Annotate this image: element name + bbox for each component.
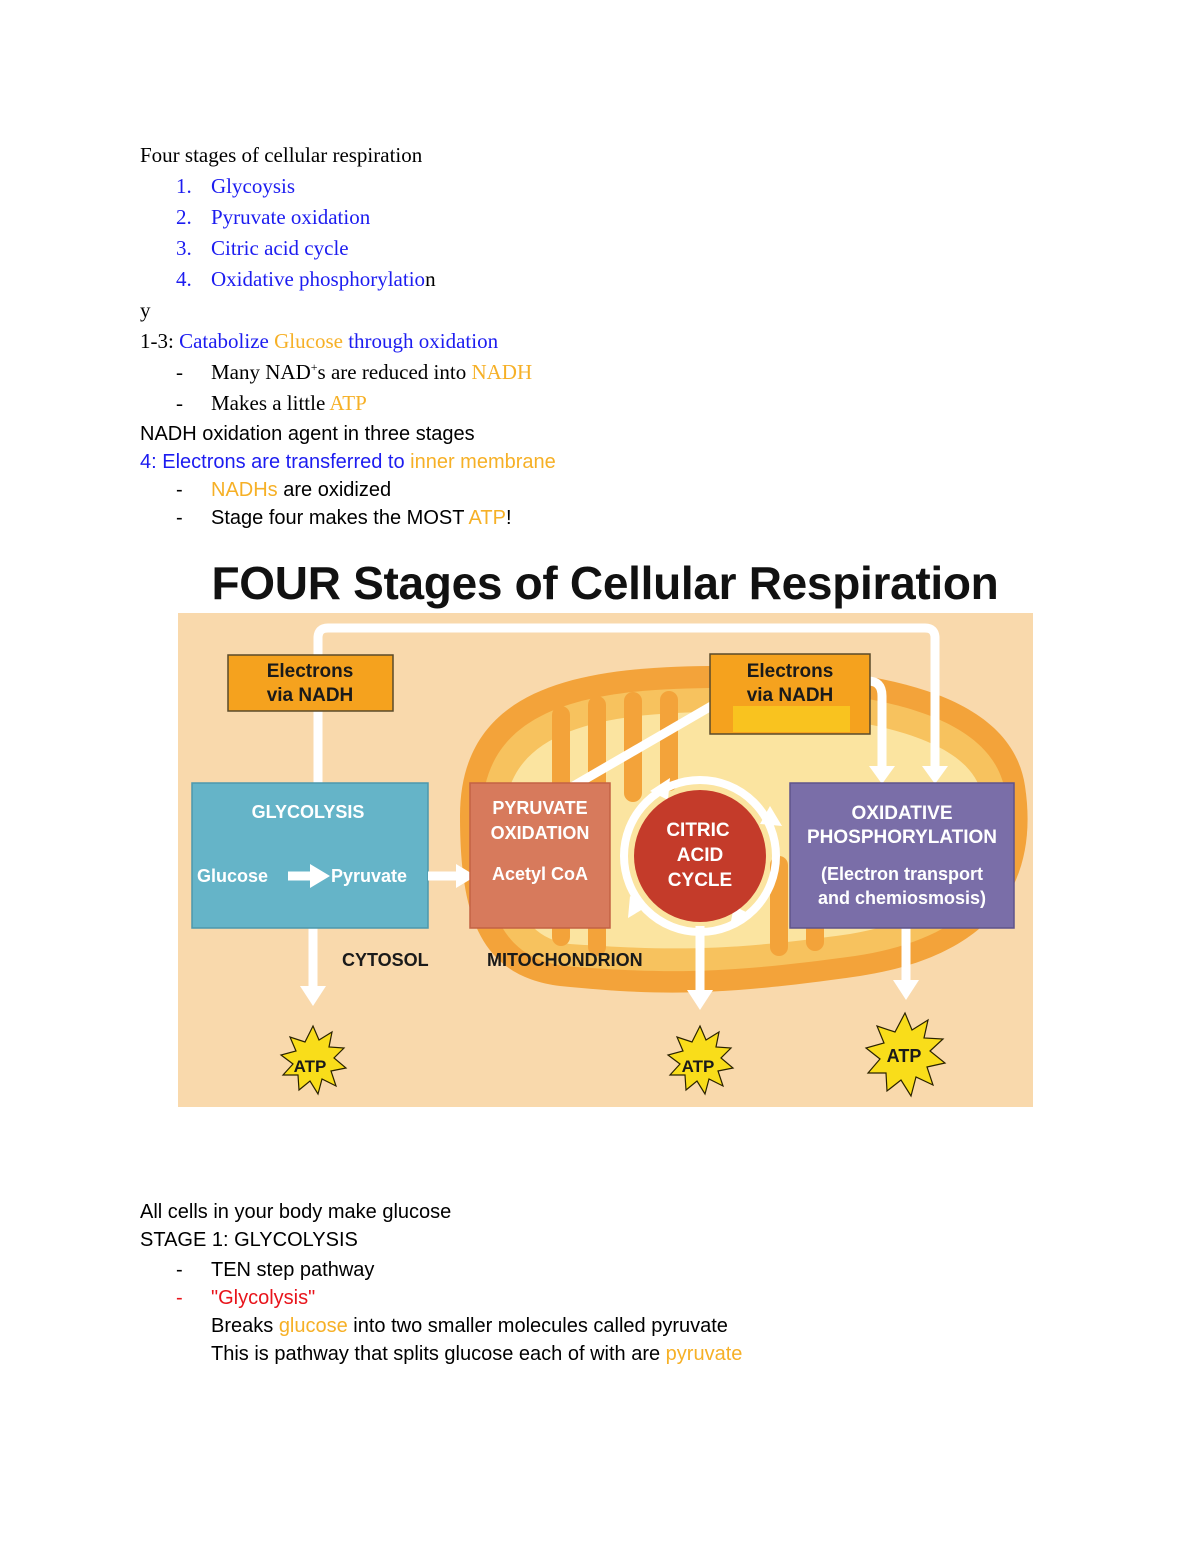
bullet-nad: Many NAD+s are reduced into NADH	[211, 360, 533, 384]
oxidative-sub-2: and chemiosmosis)	[818, 888, 986, 908]
bullet-stage-four: Stage four makes the MOST ATP!	[211, 507, 512, 529]
glycolysis-box	[191, 782, 429, 929]
notes-heading: Four stages of cellular respiration	[140, 143, 423, 167]
citric-acid-cycle-circle	[634, 790, 766, 922]
oxidative-phosphorylation-box	[789, 782, 1015, 929]
stage4-line: 4: Electrons are transferred to inner me…	[140, 451, 556, 473]
ten-step-line: TEN step pathway	[211, 1259, 375, 1281]
oxidative-title-1: OXIDATIVE	[852, 803, 953, 824]
citric-line3: CYCLE	[668, 870, 732, 891]
stage-number: 1.	[176, 174, 192, 198]
bullet-dash: -	[176, 1287, 183, 1309]
electrons-left-box	[227, 654, 394, 712]
figure-diagram: Electrons via NADH Electrons via NADH GL…	[178, 613, 1033, 1107]
mitochondrion-label: MITOCHONDRION	[487, 950, 643, 970]
electrons-right-line1: Electrons	[747, 661, 834, 682]
nadh-line: NADH oxidation agent in three stages	[140, 423, 475, 445]
bullet-dash: -	[176, 479, 183, 501]
atp-burst-right	[864, 1011, 947, 1098]
glycolysis-quote: "Glycolysis"	[211, 1287, 316, 1309]
pyruvate-oxidation-box	[469, 782, 611, 929]
electrons-left-line1: Electrons	[267, 661, 354, 682]
breaks-glucose-line: Breaks glucose into two smaller molecule…	[211, 1315, 728, 1337]
bullet-dash: -	[176, 1259, 183, 1281]
oxidative-title-2: PHOSPHORYLATION	[807, 827, 997, 848]
atp-label-right: ATP	[887, 1046, 922, 1066]
figure-title: FOUR Stages of Cellular Respiration	[211, 557, 999, 609]
bullet-nadhs: NADHs are oxidized	[211, 479, 392, 501]
stage-item: Citric acid cycle	[211, 236, 349, 260]
glucose-label: Glucose	[197, 866, 268, 886]
acetyl-coa-label: Acetyl CoA	[492, 864, 588, 884]
top-loop-arrow	[313, 623, 940, 796]
electrons-left-line2: via NADH	[267, 685, 354, 706]
atp-burst-left	[279, 1024, 348, 1096]
stage1-heading: STAGE 1: GLYCOLYSIS	[140, 1229, 358, 1251]
stage-number: 2.	[176, 205, 192, 229]
bullet-dash: -	[176, 507, 183, 529]
oxidative-sub-1: (Electron transport	[821, 864, 983, 884]
citric-line2: ACID	[677, 845, 723, 866]
atp-label-middle: ATP	[682, 1057, 715, 1076]
pyruvate-title-1: PYRUVATE	[492, 798, 587, 818]
splits-glucose-line: This is pathway that splits glucose each…	[211, 1343, 743, 1365]
bullet-atp: Makes a little ATP	[211, 391, 367, 415]
stages-1-3-line: 1-3: Catabolize Glucose through oxidatio…	[140, 329, 499, 353]
bullet-dash: -	[176, 391, 183, 415]
bullet-dash: -	[176, 360, 183, 384]
stray-char: y	[140, 298, 151, 322]
pyruvate-title-2: OXIDATION	[491, 823, 590, 843]
stage-number: 3.	[176, 236, 192, 260]
pyruvate-label: Pyruvate	[331, 866, 407, 886]
all-cells-line: All cells in your body make glucose	[140, 1201, 452, 1223]
atp-burst-middle	[666, 1024, 735, 1096]
citric-line1: CITRIC	[666, 820, 730, 841]
stage-item: Oxidative phosphorylation	[211, 267, 436, 291]
diagonal-arrow	[560, 697, 723, 796]
stage-item: Pyruvate oxidation	[211, 205, 371, 229]
stage-item: Glycoysis	[211, 174, 295, 198]
glycolysis-title: GLYCOLYSIS	[252, 802, 365, 822]
atp-label-left: ATP	[294, 1057, 327, 1076]
electrons-right-line2: via NADH	[747, 685, 834, 706]
cellular-respiration-figure: FOUR Stages of Cellular Respiration	[160, 556, 1050, 1112]
cytosol-label: CYTOSOL	[342, 950, 429, 970]
stage-number: 4.	[176, 267, 192, 291]
